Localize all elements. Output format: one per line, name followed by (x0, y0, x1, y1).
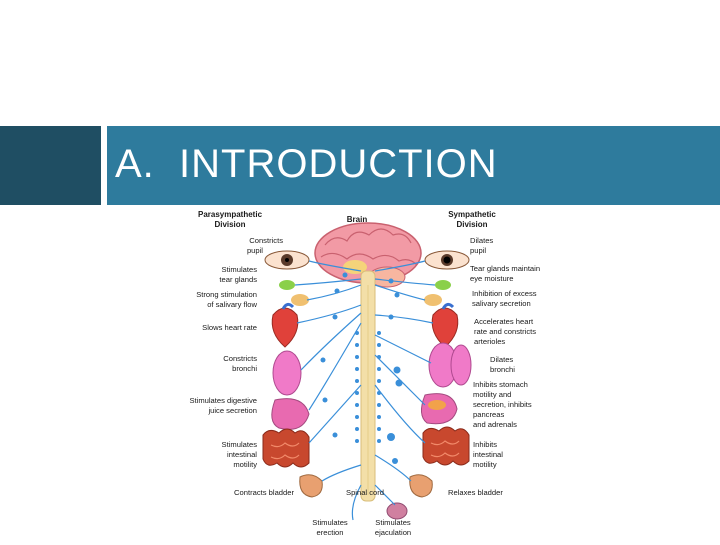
para-label-intestinal-2: intestinal (227, 450, 257, 459)
para-label-intestinal-1: Stimulates (222, 440, 258, 449)
sympathetic-heading-line1: Sympathetic (448, 210, 496, 219)
reproductive-organ-icon (387, 503, 407, 519)
left-intestines-icon (263, 429, 309, 467)
symp-label-heart-2: rate and constricts (474, 327, 536, 336)
symp-label-intestinal-2: intestinal (473, 450, 503, 459)
symp-label-stomach-4: pancreas (473, 410, 504, 419)
sympathetic-heading-line2: Division (456, 220, 487, 229)
left-heart-icon (272, 304, 298, 347)
symp-label-stomach-5: and adrenals (473, 420, 517, 429)
right-bladder-icon (410, 475, 433, 497)
para-label-tear-1: Stimulates (222, 265, 258, 274)
bottom-label-ejaculation-1: Stimulates (375, 518, 411, 527)
symp-label-intestinal-3: motility (473, 460, 497, 469)
symp-label-bladder: Relaxes bladder (448, 488, 503, 497)
symp-label-tear-1: Tear glands maintain (470, 264, 540, 273)
symp-label-pupil-2: pupil (470, 246, 486, 255)
para-label-digestive-2: juice secretion (207, 406, 257, 415)
symp-label-heart-1: Accelerates heart (474, 317, 534, 326)
title-band-accent (0, 126, 101, 205)
right-lungs-icon (429, 343, 471, 387)
parasympathetic-heading-line1: Parasympathetic (198, 210, 263, 219)
slide-title: A. INTRODUCTION (115, 142, 498, 187)
spinal-cord-label: Spinal cord (346, 488, 384, 497)
right-heart-icon (432, 304, 458, 347)
symp-label-saliva-1: Inhibition of excess (472, 289, 537, 298)
symp-label-tear-2: eye moisture (470, 274, 513, 283)
para-label-bronchi-1: Constricts (223, 354, 257, 363)
symp-label-bronchi-2: bronchi (490, 365, 515, 374)
symp-label-pupil-1: Dilates (470, 236, 493, 245)
para-label-heart: Slows heart rate (202, 323, 257, 332)
symp-label-heart-3: arterioles (474, 337, 505, 346)
para-label-intestinal-3: motility (233, 460, 257, 469)
para-label-bladder: Contracts bladder (234, 488, 294, 497)
para-label-bronchi-2: bronchi (232, 364, 257, 373)
left-stomach-icon (272, 399, 309, 430)
symp-label-stomach-1: Inhibits stomach (473, 380, 528, 389)
para-label-pupil-1: Constricts (249, 236, 283, 245)
para-label-pupil-2: pupil (247, 246, 263, 255)
left-eye-icon (265, 251, 309, 269)
para-label-tear-2: tear glands (219, 275, 257, 284)
right-stomach-icon (421, 394, 457, 424)
parasympathetic-heading-line2: Division (214, 220, 245, 229)
bottom-label-erection-1: Stimulates (312, 518, 348, 527)
left-lungs-icon (273, 351, 301, 395)
bottom-label-erection-2: erection (316, 528, 343, 537)
symp-label-saliva-2: salivary secretion (472, 299, 531, 308)
ans-diagram: Parasympathetic Division Brain Sympathet… (175, 205, 555, 540)
autonomic-nervous-system-figure: Parasympathetic Division Brain Sympathet… (175, 205, 555, 540)
para-label-saliva-1: Strong stimulation (196, 290, 257, 299)
para-label-digestive-1: Stimulates digestive (189, 396, 257, 405)
brain-label: Brain (347, 215, 368, 224)
spinal-cord-illustration (361, 271, 375, 501)
right-eye-icon (425, 251, 469, 269)
left-bladder-icon (300, 475, 323, 497)
symp-label-stomach-2: motility and (473, 390, 511, 399)
para-label-saliva-2: of salivary flow (207, 300, 257, 309)
right-intestines-icon (423, 427, 469, 465)
bottom-label-ejaculation-2: ejaculation (375, 528, 411, 537)
symp-label-bronchi-1: Dilates (490, 355, 513, 364)
symp-label-intestinal-1: Inhibits (473, 440, 497, 449)
symp-label-stomach-3: secretion, inhibits (473, 400, 532, 409)
